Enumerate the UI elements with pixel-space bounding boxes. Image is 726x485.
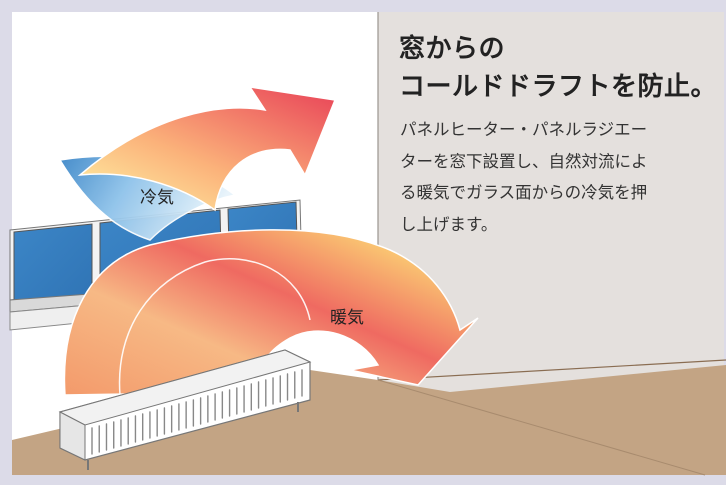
description-text: パネルヒーター・パネルラジエー ターを窓下設置し、自然対流によ る暖気でガラス面…	[400, 114, 718, 240]
description-line-3: る暖気でガラス面からの冷気を押	[400, 183, 648, 202]
description-line-4: し上げます。	[400, 214, 498, 234]
title-line-2: コールドドラフトを防止。	[399, 72, 718, 102]
warm-air-lower-arrow	[63, 229, 479, 396]
warm-air-inner-curve	[118, 258, 311, 396]
cold-air-label: 冷気	[140, 188, 174, 208]
warm-air-upper-arrow	[77, 86, 337, 212]
description-line-1: パネルヒーター・パネルラジエー	[400, 120, 648, 139]
description-line-2: ターを窓下設置し、自然対流によ	[400, 151, 648, 171]
panel-radiator	[58, 349, 312, 470]
warm-air-label: 暖気	[330, 308, 364, 328]
floor-edge-line	[377, 359, 726, 381]
title-line-1: 窓からの	[399, 34, 506, 64]
floor	[12, 365, 726, 475]
page-title: 窓からの コールドドラフトを防止。	[399, 30, 724, 106]
radiator-fins	[91, 369, 303, 455]
floor-skirting-line	[377, 379, 706, 476]
